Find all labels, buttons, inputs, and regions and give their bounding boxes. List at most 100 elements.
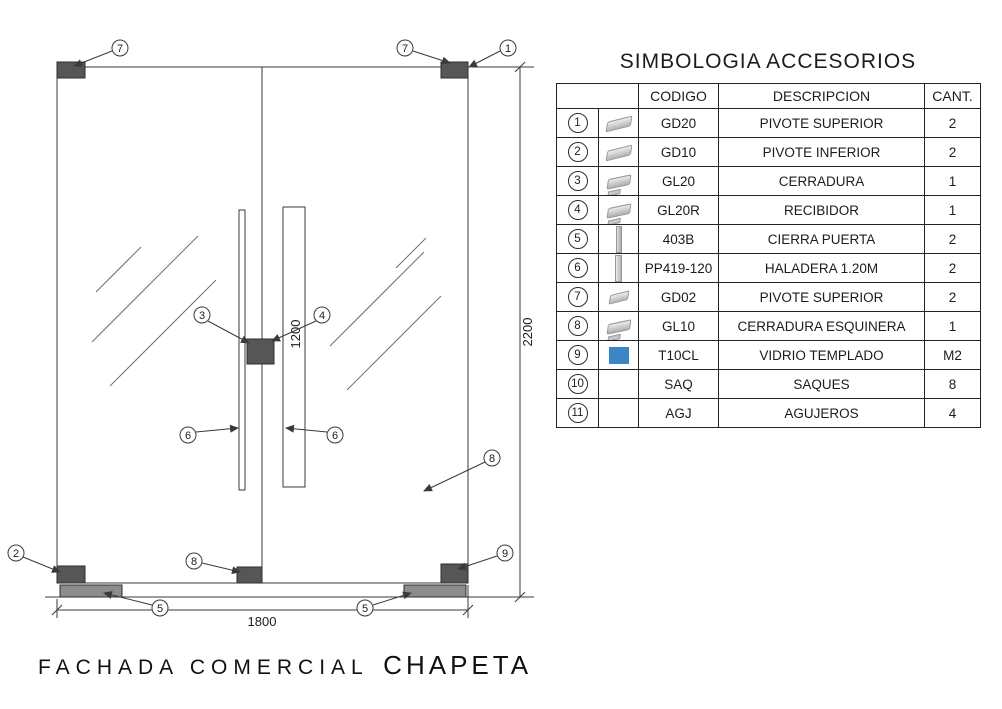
header-descripcion: DESCRIPCION [718,83,925,109]
table-row: 11 AGJ AGUJEROS 4 [556,398,981,428]
glass-hatching [91,235,442,391]
svg-text:2: 2 [13,548,19,560]
cant-cell: 1 [924,311,981,341]
codigo-cell: GD02 [638,282,719,312]
descripcion-cell: SAQUES [718,369,925,399]
descripcion-cell: VIDRIO TEMPLADO [718,340,925,370]
callout-handle-right: 6 [285,424,344,444]
item-number-badge: 1 [567,113,588,133]
svg-text:6: 6 [332,430,338,442]
header-empty [556,83,639,109]
table-row: 8 GL10 CERRADURA ESQUINERA 1 [556,311,981,341]
descripcion-cell: CERRADURA ESQUINERA [718,311,925,341]
pivot-hinge-icon [604,115,633,133]
callout-handle-left: 6 [179,424,239,444]
item-number-badge: 11 [567,403,588,423]
cant-cell: 4 [924,398,981,428]
svg-text:4: 4 [319,310,325,322]
facade-drawing: 1200 2200 [7,39,535,629]
svg-text:1: 1 [505,43,511,55]
table-row: 6 PP419-120 HALADERA 1.20M 2 [556,253,981,283]
descripcion-cell: RECIBIDOR [718,195,925,225]
dimension-height: 2200 [472,61,535,603]
callout-top-left-pivot: 7 [73,39,129,67]
table-row: 10 SAQ SAQUES 8 [556,369,981,399]
item-number-badge: 9 [567,345,588,365]
door-outline [45,66,485,598]
cant-cell: 2 [924,224,981,254]
descripcion-cell: AGUJEROS [718,398,925,428]
callout-bottom-center-lock: 8 [185,552,241,575]
item-number-badge: 7 [567,287,588,307]
header-cant: CANT. [924,83,981,109]
codigo-cell: SAQ [638,369,719,399]
descripcion-cell: PIVOTE INFERIOR [718,137,925,167]
descripcion-cell: HALADERA 1.20M [718,253,925,283]
drawing-caption: FACHADA COMERCIAL CHAPETA [38,650,532,681]
callout-bottom-left-pivot: 2 [7,544,61,573]
pivot-icon [607,290,630,306]
callout-bottom-right-pivot: 9 [457,544,514,571]
table-row: 7 GD02 PIVOTE SUPERIOR 2 [556,282,981,312]
callout-top-right-pivot: 7 [396,39,451,65]
callout-lock: 3 [193,306,250,344]
codigo-cell: GL20R [638,195,719,225]
door-closer-icon [615,225,622,253]
item-number-badge: 2 [567,142,588,162]
svg-text:8: 8 [191,556,197,568]
callouts: 7 7 1 3 4 [7,39,517,617]
svg-text:3: 3 [199,310,205,322]
table-header-row: CODIGO DESCRIPCION CANT. [556,83,981,109]
lock-icon [606,174,631,190]
cant-cell: 8 [924,369,981,399]
cant-cell: 2 [924,282,981,312]
dim-2200: 2200 [520,318,535,347]
table-row: 2 GD10 PIVOTE INFERIOR 2 [556,137,981,167]
callout-floor-closer-right: 5 [356,591,412,617]
dimension-width: 1800 [51,585,474,629]
lock-block [246,338,275,365]
header-codigo: CODIGO [638,83,719,109]
svg-text:5: 5 [157,603,163,615]
svg-text:9: 9 [502,548,508,560]
strike-receiver-icon [606,203,631,219]
table-row: 3 GL20 CERRADURA 1 [556,166,981,196]
svg-text:5: 5 [362,603,368,615]
cant-cell: 2 [924,137,981,167]
accessories-table: CODIGO DESCRIPCION CANT. 1 GD20 PIVOTE S… [556,83,981,428]
item-number-badge: 8 [567,316,588,336]
table-row: 4 GL20R RECIBIDOR 1 [556,195,981,225]
svg-text:7: 7 [402,43,408,55]
table-row: 1 GD20 PIVOTE SUPERIOR 2 [556,108,981,138]
cant-cell: 2 [924,253,981,283]
codigo-cell: GL20 [638,166,719,196]
codigo-cell: PP419-120 [638,253,719,283]
item-number-badge: 3 [567,171,588,191]
pull-handles: 1200 [238,206,306,491]
svg-text:6: 6 [185,430,191,442]
codigo-cell: GD10 [638,137,719,167]
cant-cell: 2 [924,108,981,138]
pull-handle-icon [615,254,622,282]
table-row: 9 T10CL VIDRIO TEMPLADO M2 [556,340,981,370]
legend-title: SIMBOLOGIA ACCESORIOS [619,50,917,73]
descripcion-cell: PIVOTE SUPERIOR [718,282,925,312]
item-number-badge: 10 [567,374,588,394]
codigo-cell: AGJ [638,398,719,428]
codigo-cell: GL10 [638,311,719,341]
dim-1200: 1200 [288,320,303,349]
codigo-cell: 403B [638,224,719,254]
callout-glass: 8 [423,449,501,492]
descripcion-cell: CIERRA PUERTA [718,224,925,254]
cant-cell: 1 [924,195,981,225]
item-number-badge: 4 [567,200,588,220]
pivot-hinge-icon [604,144,633,162]
cant-cell: M2 [924,340,981,370]
codigo-cell: T10CL [638,340,719,370]
item-number-badge: 5 [567,229,588,249]
caption-brand: CHAPETA [383,650,533,680]
caption-text: FACHADA COMERCIAL [38,656,369,679]
codigo-cell: GD20 [638,108,719,138]
descripcion-cell: PIVOTE SUPERIOR [718,108,925,138]
